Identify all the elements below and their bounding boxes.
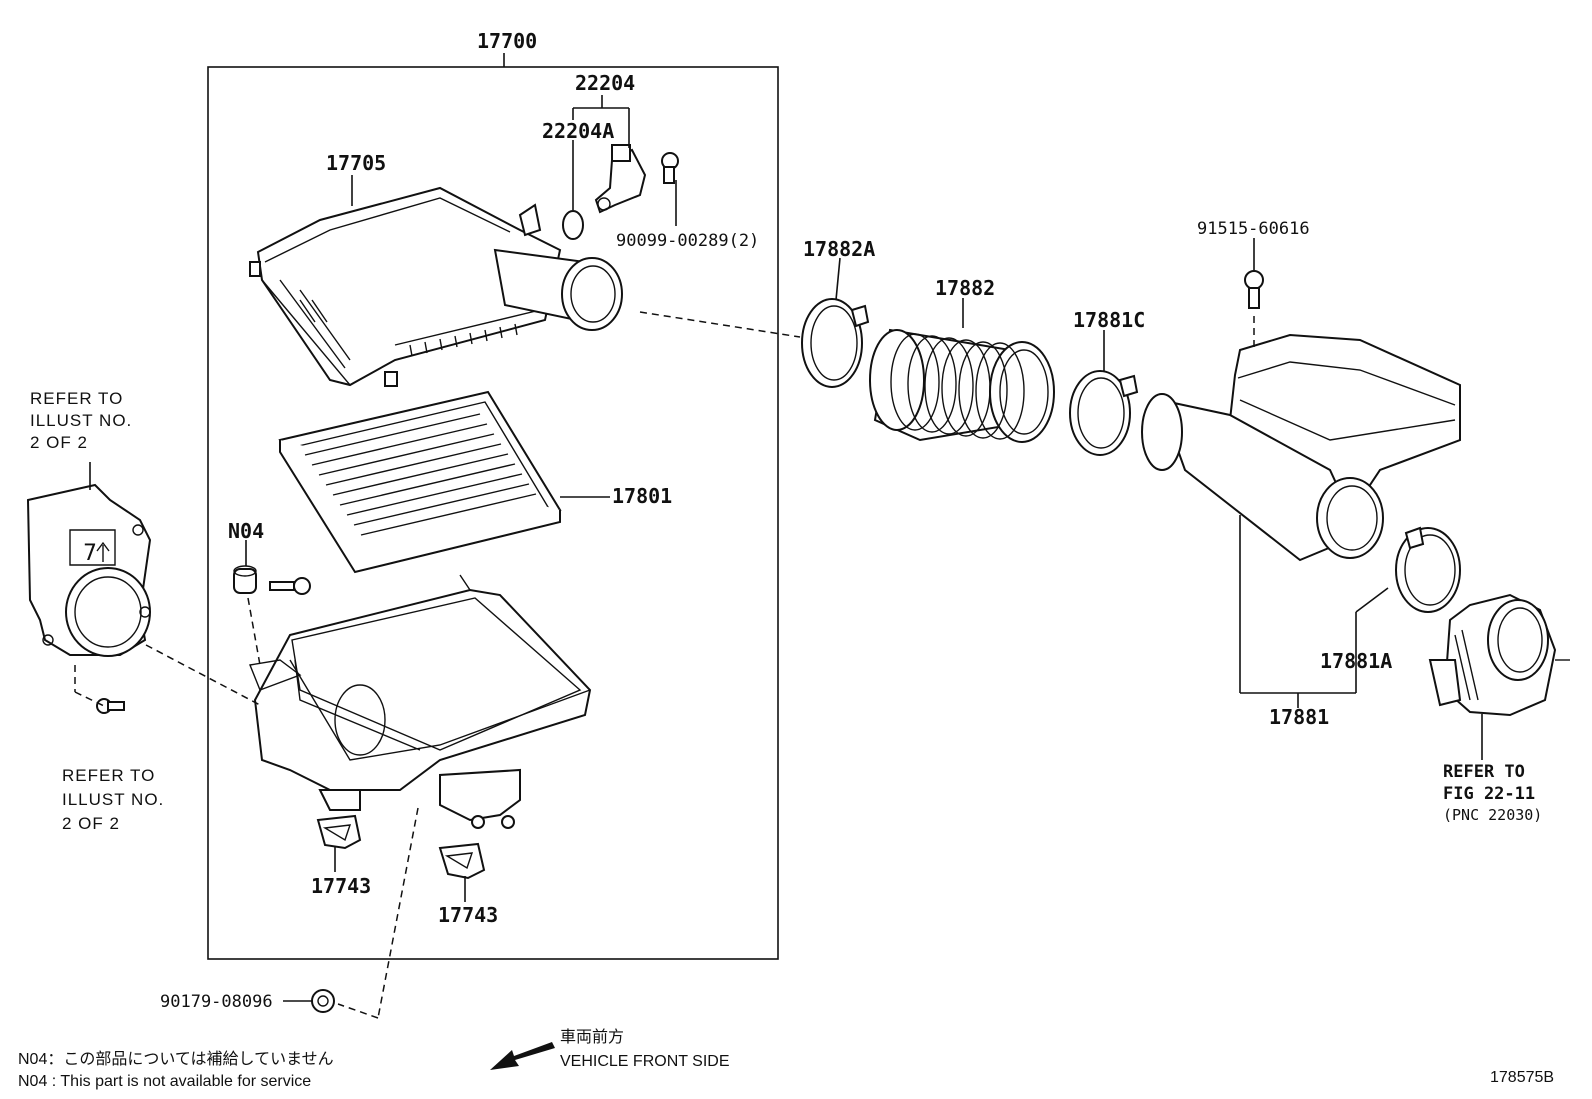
air-cleaner-case[interactable]: [249, 574, 592, 829]
direction-jp: 車両前方: [560, 1028, 624, 1046]
label-17705: 17705: [326, 151, 386, 175]
screw-90099[interactable]: [661, 152, 679, 184]
label-17881: 17881: [1269, 705, 1329, 729]
label-17881a: 17881A: [1320, 649, 1392, 673]
direction-en: VEHICLE FRONT SIDE: [560, 1053, 730, 1070]
ref-left-top-1: REFER TO: [30, 389, 123, 408]
ref-right-1: REFER TO: [1443, 762, 1525, 782]
footnote-n04-en: N04 : This part is not available for ser…: [18, 1073, 311, 1090]
footnote-n04-jp: N04：この部品については補給していません: [18, 1050, 334, 1068]
mass-air-flow-sensor[interactable]: [594, 144, 647, 214]
resonator-left[interactable]: 7: [26, 483, 152, 657]
grommet-n04[interactable]: [233, 565, 257, 594]
label-91515-60616: 91515-60616: [1197, 219, 1310, 239]
air-cleaner-cap[interactable]: [249, 186, 623, 387]
intake-hose[interactable]: [869, 328, 1055, 443]
label-17743-right: 17743: [438, 903, 498, 927]
label-17881c: 17881C: [1073, 308, 1145, 332]
intake-duct-resonator[interactable]: [1141, 333, 1461, 562]
ref-left-top-3: 2 OF 2: [30, 433, 88, 452]
throttle-body[interactable]: [1428, 593, 1570, 717]
ref-left-bottom-3: 2 OF 2: [62, 814, 120, 833]
nut-90179[interactable]: [311, 989, 335, 1013]
air-filter-element[interactable]: [278, 390, 562, 574]
label-17700: 17700: [477, 29, 537, 53]
label-90179-08096: 90179-08096: [160, 992, 273, 1012]
label-90099-00289: 90099-00289(2): [616, 231, 759, 251]
dashed-lines: [74, 311, 1255, 1019]
ref-right-2: FIG 22-11: [1443, 784, 1535, 804]
front-direction-arrow-icon: [490, 1042, 555, 1070]
clamp-17881a[interactable]: [1395, 526, 1461, 613]
pad-left[interactable]: [316, 814, 362, 850]
svg-text:7: 7: [83, 541, 97, 566]
label-17743-left: 17743: [311, 874, 371, 898]
ref-right-3: (PNC 22030): [1443, 806, 1542, 824]
label-17801: 17801: [612, 484, 672, 508]
label-n04: N04: [228, 519, 264, 543]
figure-id: 178575B: [1490, 1069, 1554, 1086]
leader-lines: [89, 95, 1483, 1002]
label-22204: 22204: [575, 71, 635, 95]
assembly-frame: [207, 66, 779, 960]
bolt-left[interactable]: [96, 698, 125, 714]
bolt-91515[interactable]: [1244, 270, 1264, 309]
ref-left-bottom-2: ILLUST NO.: [62, 790, 164, 809]
clamp-17881c[interactable]: [1069, 370, 1139, 456]
label-17882: 17882: [935, 276, 995, 300]
ref-left-top-2: ILLUST NO.: [30, 411, 132, 430]
bolt-small[interactable]: [269, 577, 311, 595]
ref-left-bottom-1: REFER TO: [62, 766, 155, 785]
o-ring[interactable]: [562, 210, 584, 240]
label-17882a: 17882A: [803, 237, 875, 261]
label-22204a: 22204A: [542, 119, 614, 143]
clamp-17882a[interactable]: [801, 298, 870, 388]
pad-right[interactable]: [438, 842, 486, 880]
